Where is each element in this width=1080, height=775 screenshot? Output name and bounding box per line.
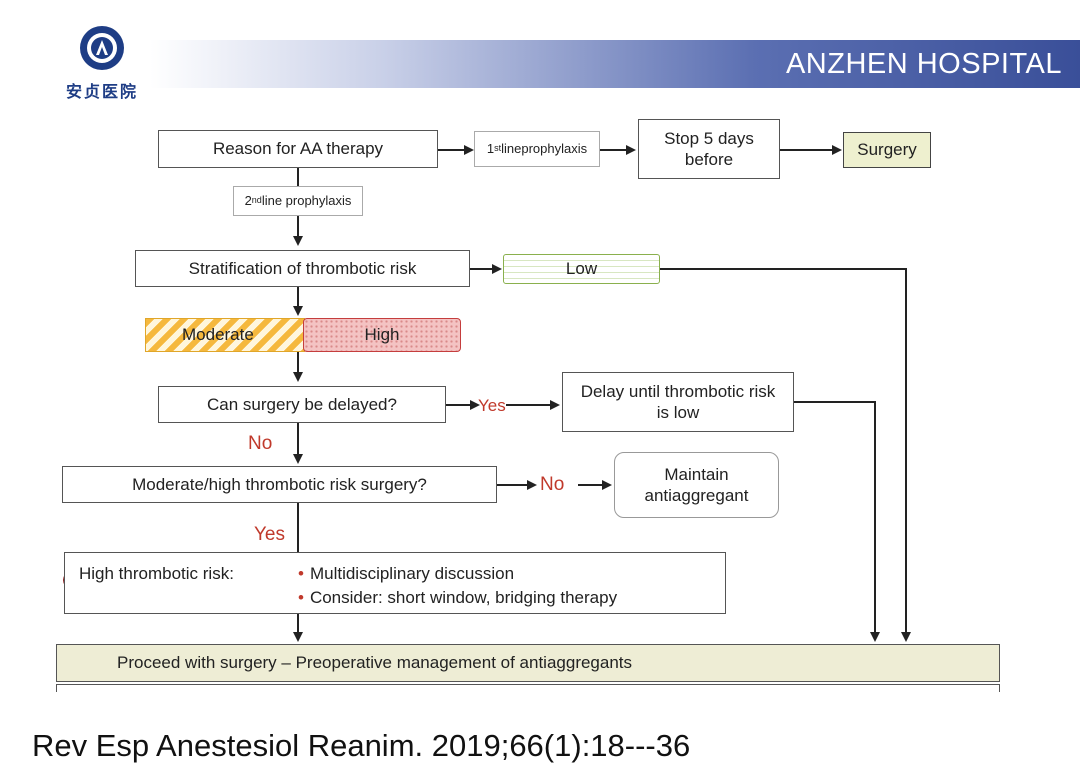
header-banner: ANZHEN HOSPITAL bbox=[150, 40, 1080, 88]
first-line-text: lineprophylaxis bbox=[501, 140, 588, 156]
second-line-text: line prophylaxis bbox=[261, 192, 352, 208]
second-line-number: 2 bbox=[244, 192, 252, 208]
list-item: •Consider: short window, bridging therap… bbox=[298, 588, 618, 607]
maintain-box: Maintain antiaggregant bbox=[614, 452, 779, 518]
second-line-sup: nd bbox=[251, 195, 262, 206]
modhigh-question-box: Moderate/high thrombotic risk surgery? bbox=[62, 466, 497, 503]
reason-box: Reason for AA therapy bbox=[158, 130, 438, 168]
stop-box: Stop 5 days before bbox=[638, 119, 780, 179]
stratification-box: Stratification of thrombotic risk bbox=[135, 250, 470, 287]
logo-text: 安贞医院 bbox=[65, 82, 138, 101]
hospital-emblem-icon bbox=[80, 26, 124, 70]
high-risk-box: High bbox=[303, 318, 461, 352]
high-risk-action-box: High thrombotic risk: bbox=[64, 552, 726, 614]
high-risk-title: High thrombotic risk: bbox=[79, 564, 234, 583]
proceed-box: Proceed with surgery – Preoperative mana… bbox=[56, 644, 1000, 682]
surgery-box: Surgery bbox=[843, 132, 931, 168]
action-list: •Multidisciplinary discussion •Consider:… bbox=[298, 562, 617, 610]
yes-label-delay: Yes bbox=[478, 396, 506, 415]
first-line-number: 1 bbox=[486, 140, 495, 156]
no-label-modhigh: No bbox=[540, 474, 565, 495]
bullet-text-1: Multidisciplinary discussion bbox=[309, 564, 515, 583]
hospital-logo: 安贞医院 bbox=[52, 24, 152, 104]
cropped-box-edge bbox=[56, 684, 1000, 692]
yes-label-modhigh: Yes bbox=[254, 524, 285, 545]
moderate-risk-box: Moderate bbox=[145, 318, 305, 352]
delay-question-box: Can surgery be delayed? bbox=[158, 386, 446, 423]
no-label-delay: No bbox=[248, 433, 273, 454]
list-item: •Multidisciplinary discussion bbox=[298, 564, 515, 583]
citation: Rev Esp Anestesiol Reanim. 2019;66(1):18… bbox=[32, 728, 691, 763]
low-risk-box: Low bbox=[503, 254, 660, 284]
hospital-name: ANZHEN HOSPITAL bbox=[785, 48, 1062, 80]
first-line-sup: st bbox=[494, 143, 502, 154]
delay-until-box: Delay until thrombotic risk is low bbox=[562, 372, 794, 432]
bullet-text-2: Consider: short window, bridging therapy bbox=[309, 588, 618, 607]
